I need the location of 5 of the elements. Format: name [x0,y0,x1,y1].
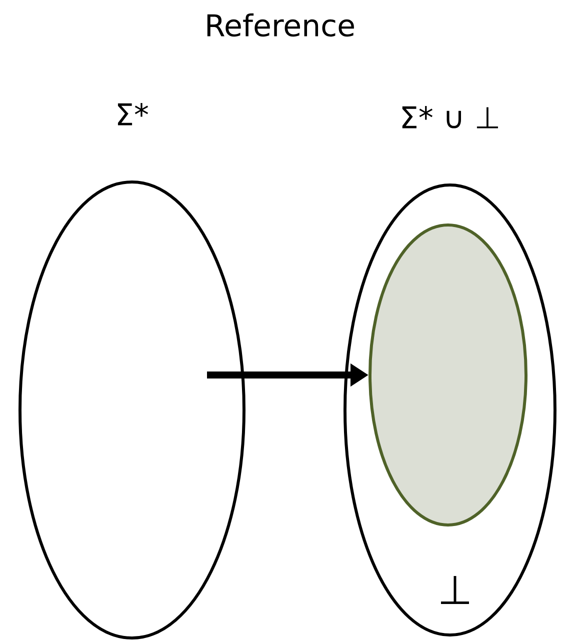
node-label: Σ* [118,103,148,126]
bottom-symbol: ⊥ [441,576,469,604]
inner-ellipse [368,224,528,526]
node-label: Σ* ∪ ⊥ [402,106,498,128]
title: Reference [207,13,354,37]
